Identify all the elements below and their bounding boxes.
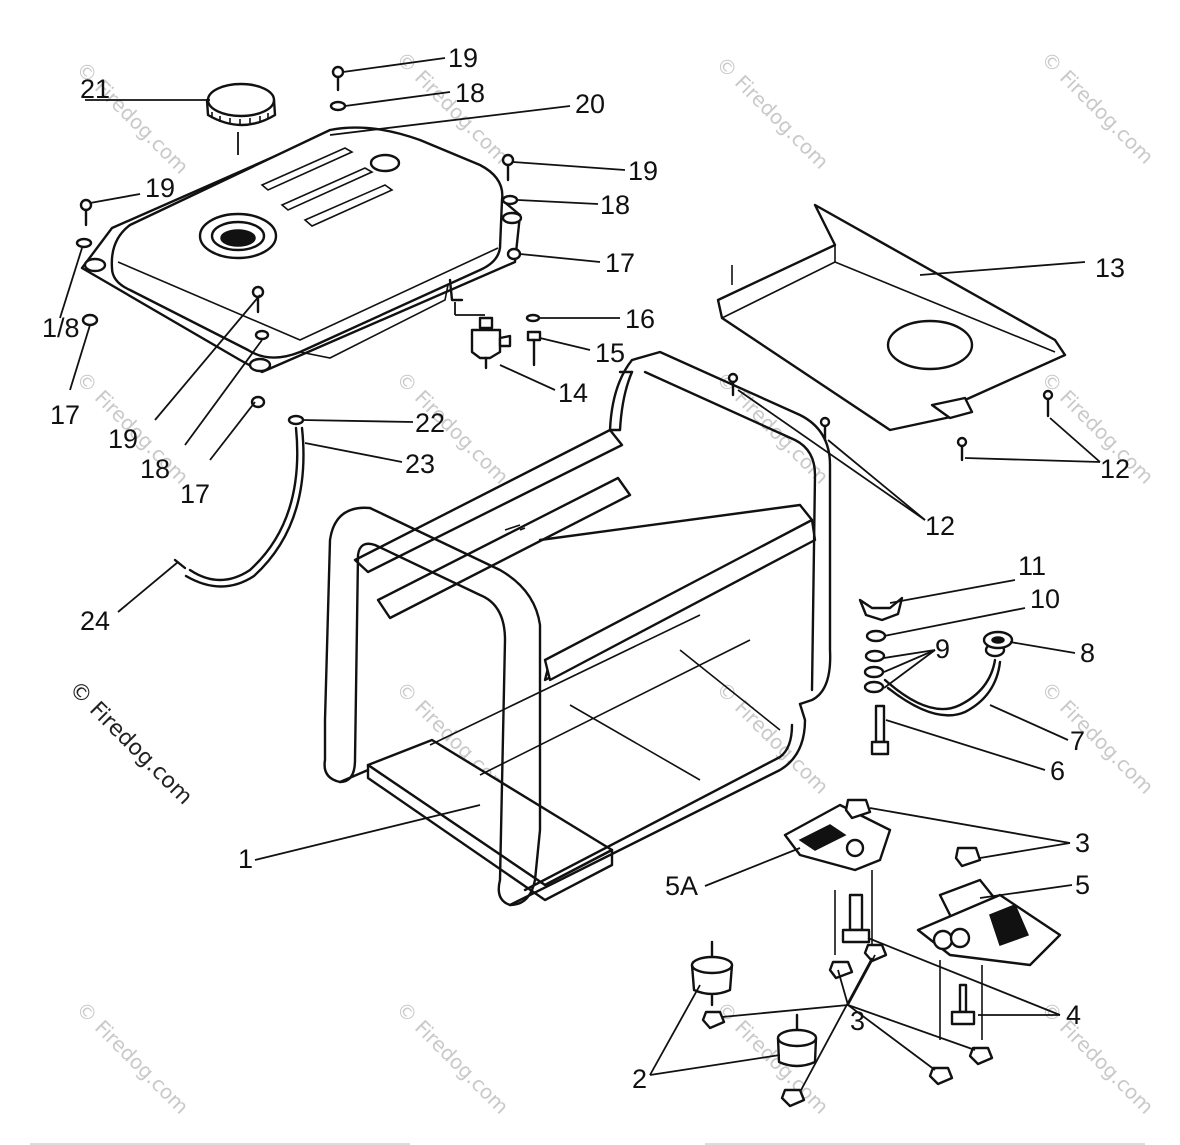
watermark-text: © Firedog.com — [711, 677, 833, 799]
callout-21: 21 — [80, 74, 110, 104]
callout-24: 24 — [80, 606, 110, 636]
fuel-valve — [470, 313, 542, 370]
bottom-divider-right — [705, 1143, 1145, 1145]
callout-3: 3 — [850, 1006, 865, 1036]
watermark-text: © Firedog.com — [1036, 47, 1158, 169]
callout-2: 2 — [632, 1064, 647, 1094]
callout-19: 19 — [628, 156, 658, 186]
heat-shield — [716, 203, 1067, 462]
callout-15: 15 — [595, 338, 625, 368]
tank-hardware — [75, 65, 522, 409]
fuel-hose — [173, 414, 305, 588]
callout-17: 17 — [50, 400, 80, 430]
callout-14: 14 — [558, 378, 588, 408]
callout-19: 19 — [448, 43, 478, 73]
callout-18: 18 — [455, 78, 485, 108]
callout-19: 19 — [108, 424, 138, 454]
callout-3: 3 — [1075, 828, 1090, 858]
callout-labels: 1 2 3 3 4 5 5A 6 7 8 9 10 11 12 12 13 14… — [42, 43, 1130, 1094]
callout-7: 7 — [1070, 726, 1085, 756]
fuel-tank — [80, 126, 523, 374]
callout-8: 8 — [1080, 638, 1095, 668]
callout-6: 6 — [1050, 756, 1065, 786]
watermark-text: © Firedog.com — [71, 997, 193, 1119]
fuel-cap — [205, 82, 277, 127]
callout-16: 16 — [625, 304, 655, 334]
callout-9: 9 — [935, 634, 950, 664]
ground-hardware — [858, 596, 1014, 756]
callout-5: 5 — [1075, 870, 1090, 900]
callout-22: 22 — [415, 408, 445, 438]
callout-17: 17 — [180, 479, 210, 509]
callout-11: 11 — [1018, 551, 1046, 581]
callout-20: 20 — [575, 89, 605, 119]
callout-12: 12 — [1100, 454, 1130, 484]
callout-10: 10 — [1030, 584, 1060, 614]
callout-17: 17 — [605, 248, 635, 278]
leader-lines — [59, 57, 1101, 1093]
callout-18: 18 — [140, 454, 170, 484]
watermark-main: © Firedog.com — [64, 677, 197, 810]
bottom-divider-left — [30, 1143, 410, 1145]
callout-12: 12 — [925, 511, 955, 541]
callout-1: 1 — [238, 844, 253, 874]
callout-18: 1/8 — [42, 313, 80, 343]
engine-mounts — [690, 798, 1062, 1108]
callout-5a: 5A — [665, 871, 698, 901]
callout-23: 23 — [405, 449, 435, 479]
watermark-text: © Firedog.com — [711, 52, 833, 174]
callout-13: 13 — [1095, 253, 1125, 283]
watermark-text: © Firedog.com — [391, 997, 513, 1119]
frame — [323, 350, 832, 907]
callout-19: 19 — [145, 173, 175, 203]
callout-18: 18 — [600, 190, 630, 220]
watermark-text: © Firedog.com — [1036, 367, 1158, 489]
callout-4: 4 — [1066, 1000, 1081, 1030]
